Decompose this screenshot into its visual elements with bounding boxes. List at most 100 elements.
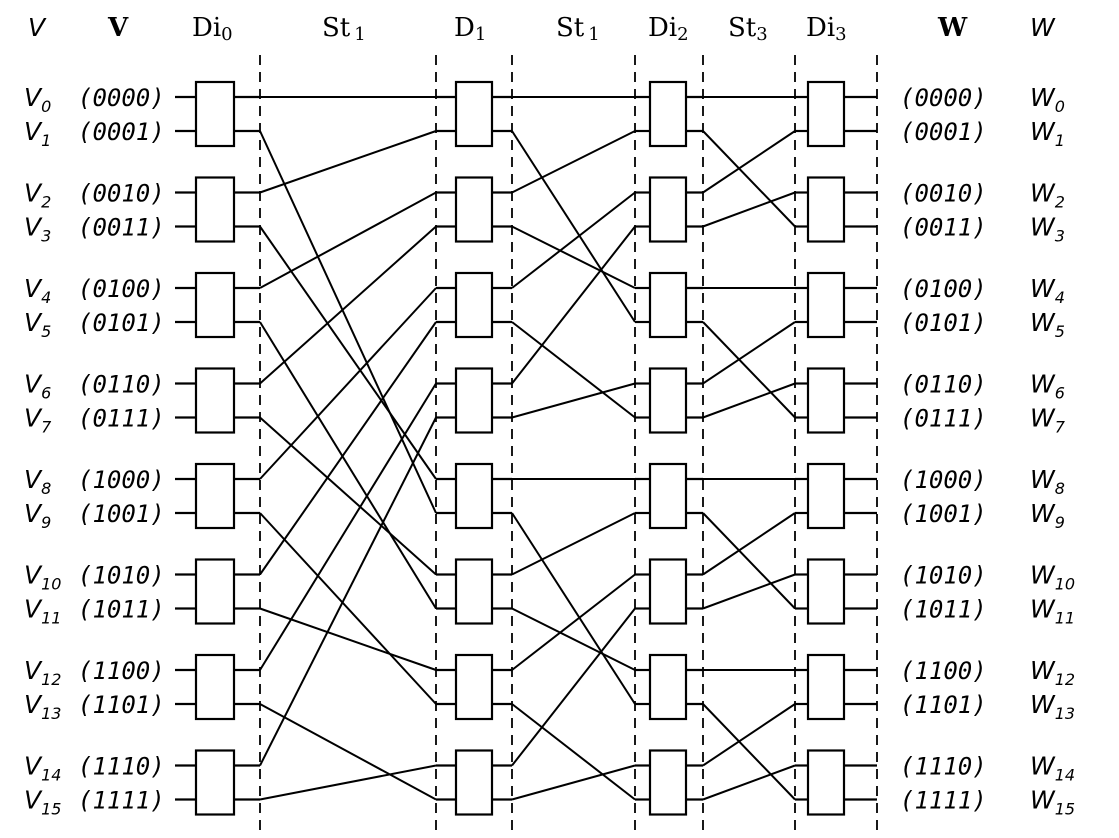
switch-box — [436, 558, 512, 625]
input-label: V1 — [24, 117, 51, 150]
switch-box — [635, 749, 703, 816]
switch-box — [175, 653, 260, 721]
switch-box — [175, 271, 260, 339]
wire-stage1-to-stage2 — [511, 764, 636, 801]
switch-box — [635, 80, 703, 148]
switch-boxes — [175, 80, 877, 816]
input-binary-code: (1001) — [78, 500, 165, 528]
switch-box — [795, 749, 877, 816]
wire-stage1-to-stage2 — [511, 607, 636, 767]
switch-box — [795, 176, 877, 243]
input-binary-code: (0001) — [78, 118, 165, 146]
wire-stage0-to-stage1 — [259, 321, 437, 576]
output-binary-code: (1110) — [900, 753, 987, 781]
header-di3: Di3 — [806, 13, 847, 45]
input-label: V9 — [24, 499, 51, 532]
output-label: W6 — [1030, 370, 1065, 403]
wire-stage2-to-stage3 — [702, 382, 796, 419]
wire-stage2-to-stage3 — [702, 321, 796, 419]
wire-stage0-to-stage1 — [259, 130, 437, 514]
header-v-bold: V — [107, 13, 129, 43]
switch-box — [635, 367, 703, 434]
wire-stage0-to-stage1 — [259, 764, 437, 801]
input-labels: V0(0000)V1(0001)V2(0010)V3(0011)V4(0100)… — [24, 83, 165, 819]
switch-box — [635, 462, 703, 530]
switch-element-stage-1 — [454, 271, 494, 339]
output-binary-code: (1100) — [900, 657, 987, 685]
switch-element-stage-2 — [648, 749, 688, 816]
switch-box — [175, 367, 260, 434]
output-binary-code: (0110) — [900, 371, 987, 399]
input-binary-code: (0101) — [78, 309, 165, 337]
input-binary-code: (1011) — [78, 596, 165, 624]
output-binary-code: (1010) — [900, 562, 987, 590]
input-binary-code: (0000) — [78, 84, 165, 112]
switch-box — [795, 367, 877, 434]
output-label: W7 — [1030, 404, 1066, 437]
interconnect-wires — [259, 96, 796, 801]
switch-box — [635, 271, 703, 339]
wire-stage2-to-stage3 — [702, 130, 796, 194]
header-w-bold: W — [937, 13, 968, 43]
output-label: W11 — [1030, 595, 1075, 628]
output-label: W13 — [1030, 690, 1075, 723]
switch-element-stage-0 — [194, 176, 236, 243]
wire-stage0-to-stage1 — [259, 512, 437, 705]
input-label: V14 — [24, 752, 61, 785]
switch-box — [436, 80, 512, 148]
wire-stage1-to-stage2 — [511, 703, 636, 801]
output-label: W8 — [1030, 465, 1065, 498]
output-binary-code: (1001) — [900, 500, 987, 528]
switch-element-stage-1 — [454, 462, 494, 530]
switch-element-stage-3 — [806, 749, 846, 816]
input-binary-code: (1010) — [78, 562, 165, 590]
switch-element-stage-3 — [806, 176, 846, 243]
wire-stage2-to-stage3 — [702, 512, 796, 610]
switch-box — [436, 462, 512, 530]
wire-stage0-to-stage1 — [259, 225, 437, 385]
input-label: V5 — [24, 308, 51, 341]
input-binary-code: (0100) — [78, 275, 165, 303]
wire-stage0-to-stage1 — [259, 703, 437, 801]
switch-box — [436, 653, 512, 721]
switch-element-stage-0 — [194, 367, 236, 434]
input-binary-code: (1101) — [78, 691, 165, 719]
switch-element-stage-0 — [194, 749, 236, 816]
output-binary-code: (1111) — [900, 787, 987, 815]
wire-stage1-to-stage2 — [511, 130, 636, 323]
switch-element-stage-2 — [648, 462, 688, 530]
switch-box — [436, 367, 512, 434]
output-label: W1 — [1030, 117, 1065, 150]
wire-stage1-to-stage2 — [511, 382, 636, 419]
input-label: V4 — [24, 274, 51, 307]
output-labels: (0000)W0(0001)W1(0010)W2(0011)W3(0100)W4… — [900, 83, 1075, 819]
wire-stage1-to-stage2 — [511, 607, 636, 671]
switch-element-stage-1 — [454, 558, 494, 625]
output-label: W12 — [1030, 656, 1075, 689]
output-label: W9 — [1030, 499, 1065, 532]
switch-box — [795, 80, 877, 148]
switch-box — [175, 462, 260, 530]
switch-box — [635, 558, 703, 625]
input-label: V11 — [24, 595, 61, 628]
wire-stage1-to-stage2 — [511, 225, 636, 289]
switch-element-stage-2 — [648, 558, 688, 625]
output-label: W14 — [1030, 752, 1075, 785]
input-binary-code: (0110) — [78, 371, 165, 399]
switch-element-stage-3 — [806, 367, 846, 434]
input-label: V8 — [24, 465, 51, 498]
output-label: W0 — [1030, 83, 1065, 116]
wire-stage1-to-stage2 — [511, 573, 636, 671]
output-label: W3 — [1030, 213, 1065, 246]
wire-stage1-to-stage2 — [511, 512, 636, 705]
switch-element-stage-1 — [454, 749, 494, 816]
wire-stage2-to-stage3 — [702, 703, 796, 801]
input-label: V0 — [24, 83, 51, 116]
output-binary-code: (1011) — [900, 596, 987, 624]
input-binary-code: (1110) — [78, 753, 165, 781]
switch-element-stage-3 — [806, 271, 846, 339]
output-binary-code: (1000) — [900, 466, 987, 494]
input-binary-code: (1111) — [78, 787, 165, 815]
switch-element-stage-1 — [454, 653, 494, 721]
